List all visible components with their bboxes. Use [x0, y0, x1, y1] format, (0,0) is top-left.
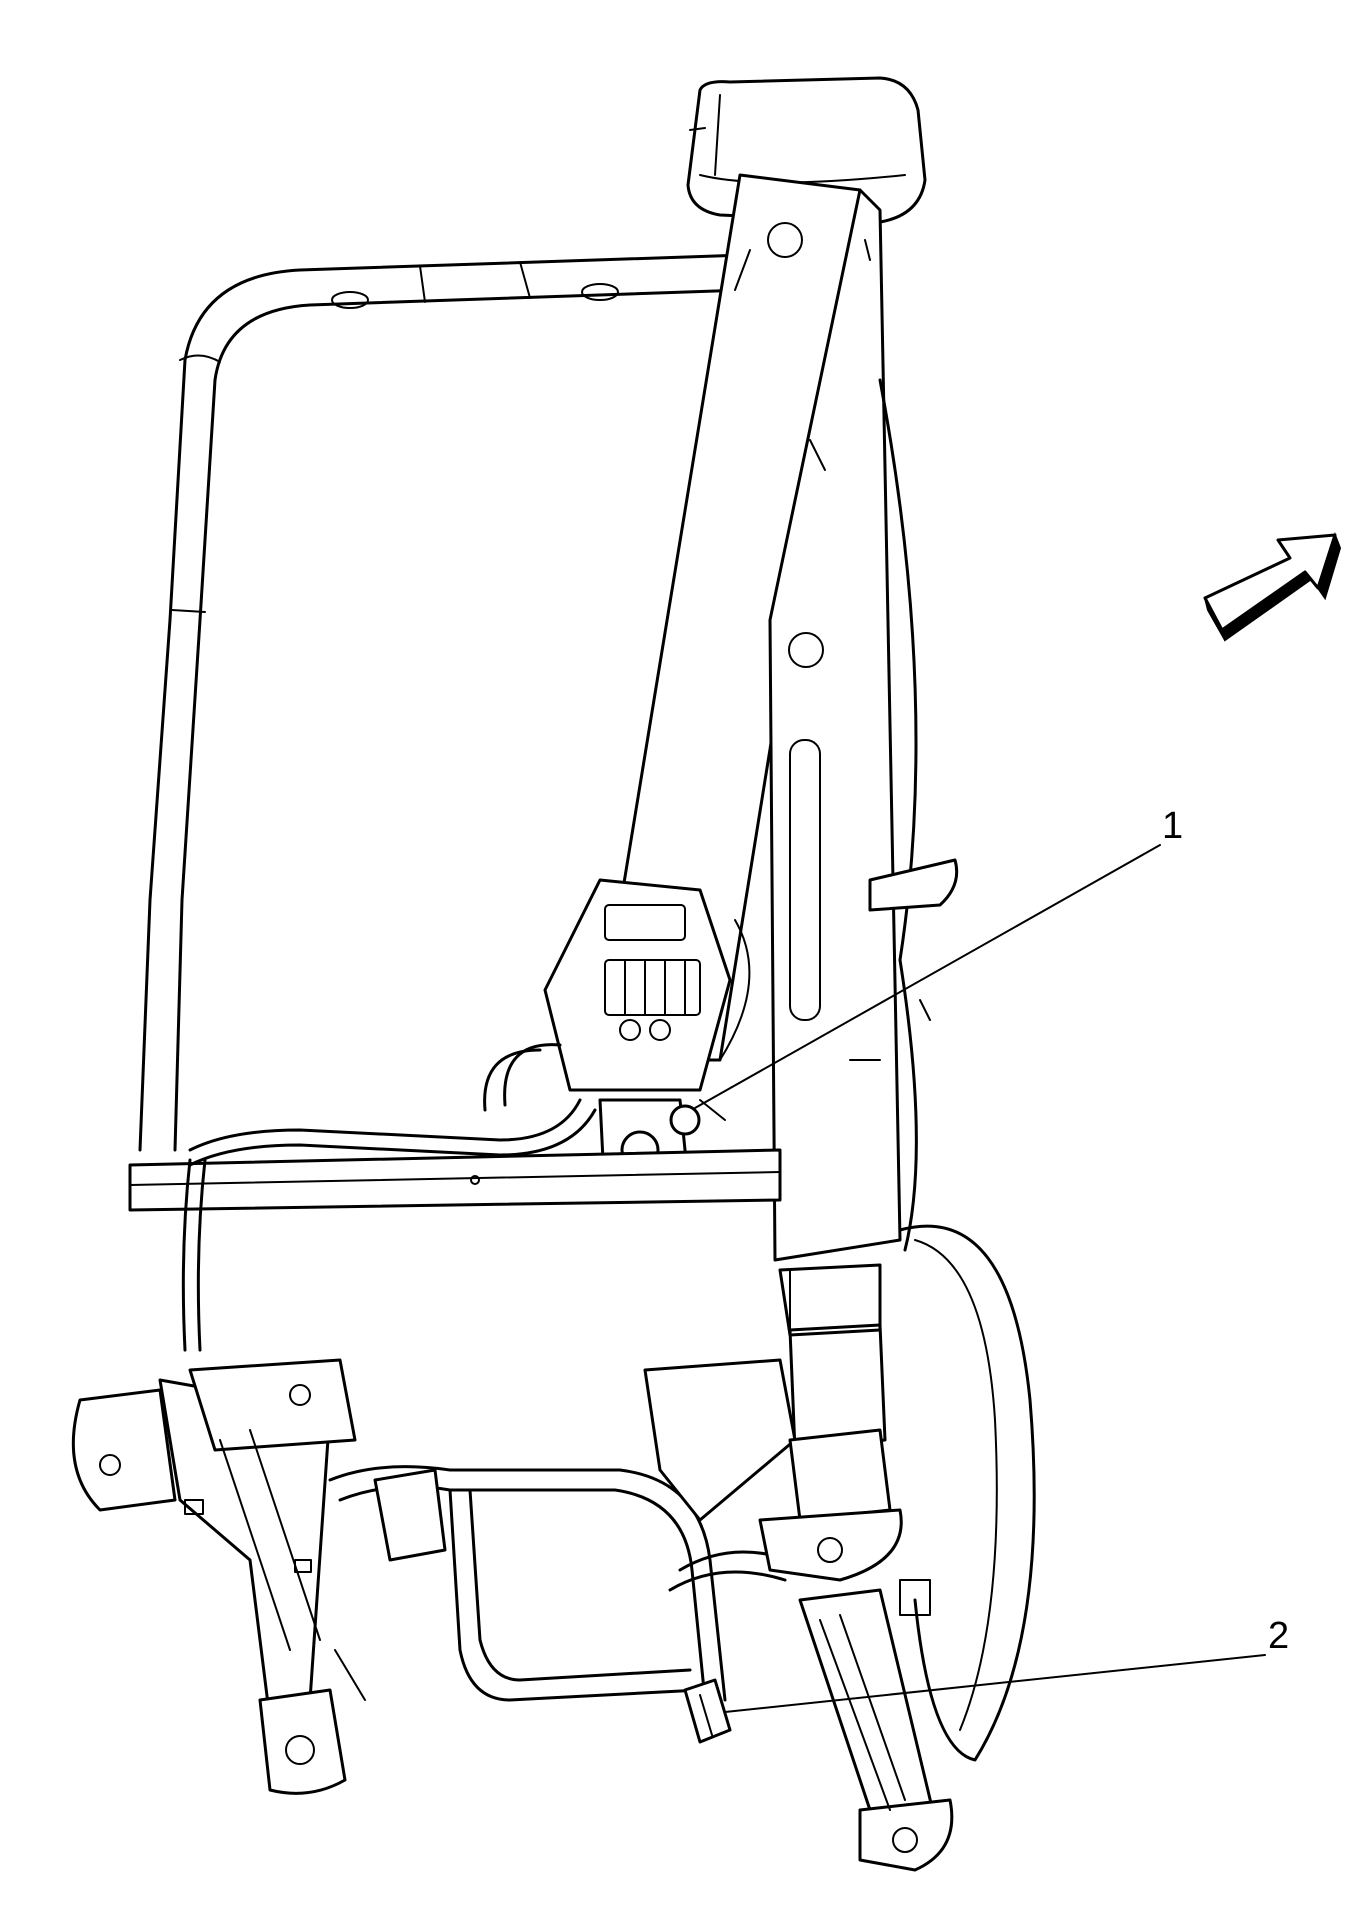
seat-cross-bar — [128, 1148, 782, 1212]
callout-1: 1 — [694, 805, 1183, 1109]
lower-harness — [328, 1465, 792, 1702]
callout-2: 2 — [724, 1615, 1289, 1713]
harness-connector — [683, 1678, 732, 1744]
seat-side-shield — [868, 378, 1036, 1762]
callout-2-label: 2 — [1268, 1615, 1289, 1657]
seat-back-frame-tube — [138, 253, 747, 1152]
left-seat-track — [71, 1358, 366, 1795]
front-of-vehicle-arrow-icon — [1203, 531, 1342, 642]
wiring-harness — [181, 1043, 597, 1352]
side-pillar — [768, 188, 902, 1262]
callout-1-label: 1 — [1162, 805, 1183, 847]
right-seat-track — [643, 1263, 954, 1872]
